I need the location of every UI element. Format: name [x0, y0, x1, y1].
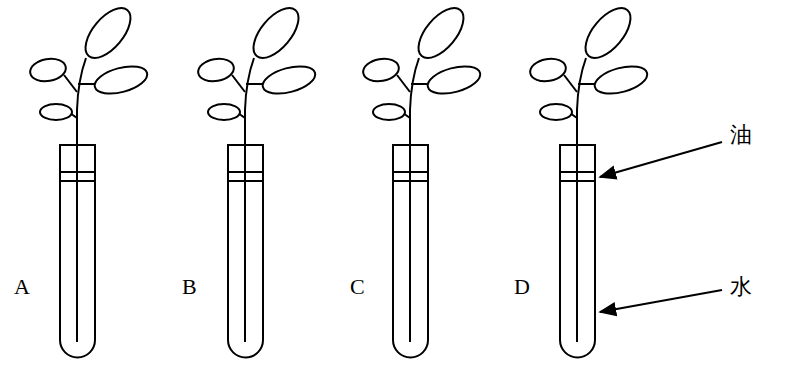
stem: [578, 83, 595, 85]
stem: [64, 75, 77, 92]
stem: [245, 58, 254, 342]
leaf: [28, 56, 67, 84]
part-label: 水: [730, 276, 752, 298]
leaf: [540, 104, 572, 120]
leaf: [410, 0, 472, 65]
part-label: 油: [730, 124, 752, 146]
tube-letter: B: [182, 276, 197, 298]
stem: [564, 75, 577, 92]
leaf: [196, 56, 235, 84]
stem: [77, 58, 86, 342]
stem: [411, 83, 428, 85]
leader-arrow: [600, 142, 722, 177]
tube-letter: D: [514, 276, 530, 298]
leaf: [592, 61, 650, 98]
plant-in-tube: [196, 0, 318, 357]
stem: [246, 83, 263, 85]
plant-in-tube: [361, 0, 483, 357]
leaf: [528, 56, 567, 84]
leaf: [373, 104, 405, 120]
stem: [397, 75, 410, 92]
stem: [78, 83, 95, 85]
leaf: [77, 0, 139, 65]
leaf: [361, 56, 400, 84]
leaf: [577, 0, 639, 65]
leaf: [260, 61, 318, 98]
leaf: [208, 104, 240, 120]
leader-arrow: [600, 290, 722, 312]
stem: [577, 58, 586, 342]
leaf: [40, 104, 72, 120]
tube-letter: C: [350, 276, 365, 298]
tube-letter: A: [14, 276, 30, 298]
stem: [232, 75, 245, 92]
leaf: [245, 0, 307, 65]
leaf: [425, 61, 483, 98]
plant-in-tube: [528, 0, 650, 357]
leaf: [92, 61, 150, 98]
plant-in-tube: [28, 0, 150, 357]
stem: [410, 58, 419, 342]
